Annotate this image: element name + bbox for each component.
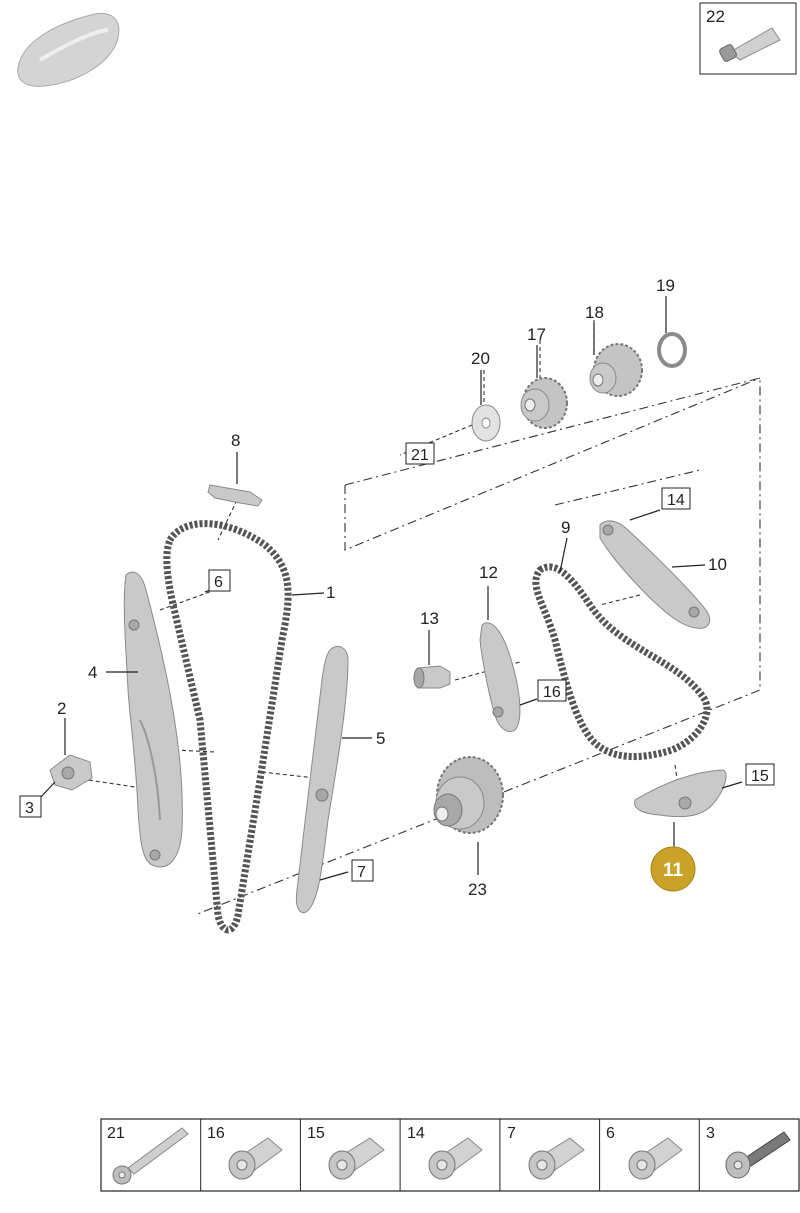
car-icon <box>17 12 120 87</box>
callout-9[interactable]: 9 <box>561 518 570 537</box>
table-cell-6[interactable]: 6 <box>606 1125 683 1180</box>
callout-15: 15 <box>751 768 769 785</box>
guide-pin-icon <box>228 1137 283 1180</box>
callout-8[interactable]: 8 <box>231 431 240 450</box>
callout-1[interactable]: 1 <box>326 583 335 602</box>
callout-13[interactable]: 13 <box>420 609 439 628</box>
callout-7: 7 <box>357 864 366 881</box>
table-cell-label: 16 <box>207 1125 225 1142</box>
part-20-washer[interactable] <box>471 404 501 442</box>
grease-tube-icon <box>719 27 781 62</box>
table-cell-label: 7 <box>507 1125 516 1142</box>
part-23-intermediate-gear[interactable] <box>433 756 504 834</box>
callout-14-box[interactable]: 14 <box>661 487 691 510</box>
callout-12[interactable]: 12 <box>479 563 498 582</box>
inset-part-22-label: 22 <box>706 7 725 26</box>
part-8-chain-guide-clip[interactable] <box>207 484 263 507</box>
part-2-chain-tensioner[interactable] <box>49 754 93 791</box>
callout-11: 11 <box>663 860 684 881</box>
boxed-callouts: 3 6 7 14 15 16 21 <box>19 442 775 882</box>
part-4-tensioner-rail[interactable] <box>123 571 183 868</box>
fastener-table: 21 16 15 14 <box>100 1118 800 1192</box>
callout-21: 21 <box>411 447 429 464</box>
leader-lines <box>39 296 743 881</box>
callout-20[interactable]: 20 <box>471 349 490 368</box>
guide-pin-icon <box>328 1137 385 1180</box>
callout-17[interactable]: 17 <box>527 325 546 344</box>
part-9-camshaft-chain[interactable] <box>532 563 711 761</box>
part-1-timing-chain[interactable] <box>163 520 292 934</box>
table-cell-label: 21 <box>107 1125 125 1142</box>
callout-15-box[interactable]: 15 <box>745 763 775 786</box>
callout-6-box[interactable]: 6 <box>208 569 231 592</box>
guide-pin-icon <box>628 1137 683 1180</box>
table-cell-7[interactable]: 7 <box>507 1125 585 1180</box>
callout-5[interactable]: 5 <box>376 729 385 748</box>
callout-11-highlighted[interactable]: 11 <box>650 846 696 892</box>
inset-part-22[interactable]: 22 <box>699 2 797 75</box>
callout-6: 6 <box>214 574 223 591</box>
table-cell-21[interactable]: 21 <box>107 1125 189 1185</box>
part-12-chain-guide[interactable] <box>479 622 521 733</box>
callout-21-box[interactable]: 21 <box>405 442 435 465</box>
table-cell-label: 6 <box>606 1125 615 1142</box>
callout-23[interactable]: 23 <box>468 880 487 899</box>
callout-10[interactable]: 10 <box>708 555 727 574</box>
callout-3: 3 <box>25 800 34 817</box>
table-cell-15[interactable]: 15 <box>307 1125 385 1180</box>
part-17-sprocket[interactable] <box>520 377 568 429</box>
callout-3-box[interactable]: 3 <box>19 795 42 818</box>
table-cell-label: 14 <box>407 1125 425 1142</box>
part-5-guide-rail[interactable] <box>295 645 349 914</box>
callout-19[interactable]: 19 <box>656 276 675 295</box>
callout-7-box[interactable]: 7 <box>351 859 374 882</box>
table-cell-3[interactable]: 3 <box>706 1125 791 1179</box>
callout-16: 16 <box>543 684 561 701</box>
callout-4[interactable]: 4 <box>88 663 97 682</box>
part-19-seal-ring[interactable] <box>657 332 687 368</box>
part-18-drive-gear[interactable] <box>589 343 643 397</box>
callout-16-box[interactable]: 16 <box>537 679 567 702</box>
bolt-icon <box>725 1131 791 1179</box>
part-13-guide-bolt[interactable] <box>413 665 451 689</box>
table-cell-14[interactable]: 14 <box>407 1125 483 1180</box>
long-bolt-icon <box>112 1127 189 1185</box>
part-11-chain-guide-highlighted[interactable] <box>634 769 727 818</box>
table-cell-16[interactable]: 16 <box>207 1125 283 1180</box>
callout-labels: 1 2 4 5 8 9 10 12 13 17 18 19 20 23 <box>57 276 727 899</box>
guide-pin-icon <box>528 1137 585 1180</box>
guide-pin-icon <box>428 1137 483 1180</box>
table-cell-label: 3 <box>706 1125 715 1142</box>
part-10-tensioner-rail[interactable] <box>599 520 711 629</box>
callout-18[interactable]: 18 <box>585 303 604 322</box>
table-cell-label: 15 <box>307 1125 325 1142</box>
callout-14: 14 <box>667 492 685 509</box>
callout-2[interactable]: 2 <box>57 699 66 718</box>
